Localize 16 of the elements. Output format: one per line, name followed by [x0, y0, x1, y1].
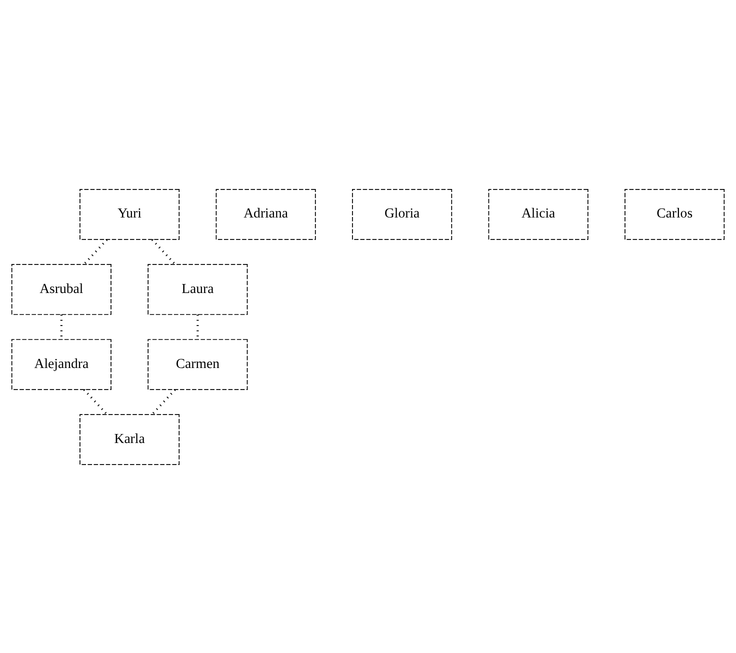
- connector: [83, 388, 108, 415]
- node-box: Carmen: [148, 338, 248, 390]
- node-box: Gloria: [352, 188, 452, 240]
- connector: [151, 238, 176, 265]
- connector: [196, 314, 199, 339]
- connector: [83, 238, 108, 265]
- node-box: Karla: [80, 414, 180, 464]
- node-box: Carlos: [624, 188, 725, 240]
- node-box: Adriana: [216, 188, 316, 240]
- node-box: Yuri: [80, 188, 180, 240]
- connector: [60, 314, 62, 339]
- connector: [151, 388, 176, 415]
- node-box: Asrubal: [11, 264, 112, 314]
- node-box: Alejandra: [11, 338, 112, 390]
- node-box: Laura: [148, 264, 248, 314]
- node-box: Alicia: [488, 188, 588, 240]
